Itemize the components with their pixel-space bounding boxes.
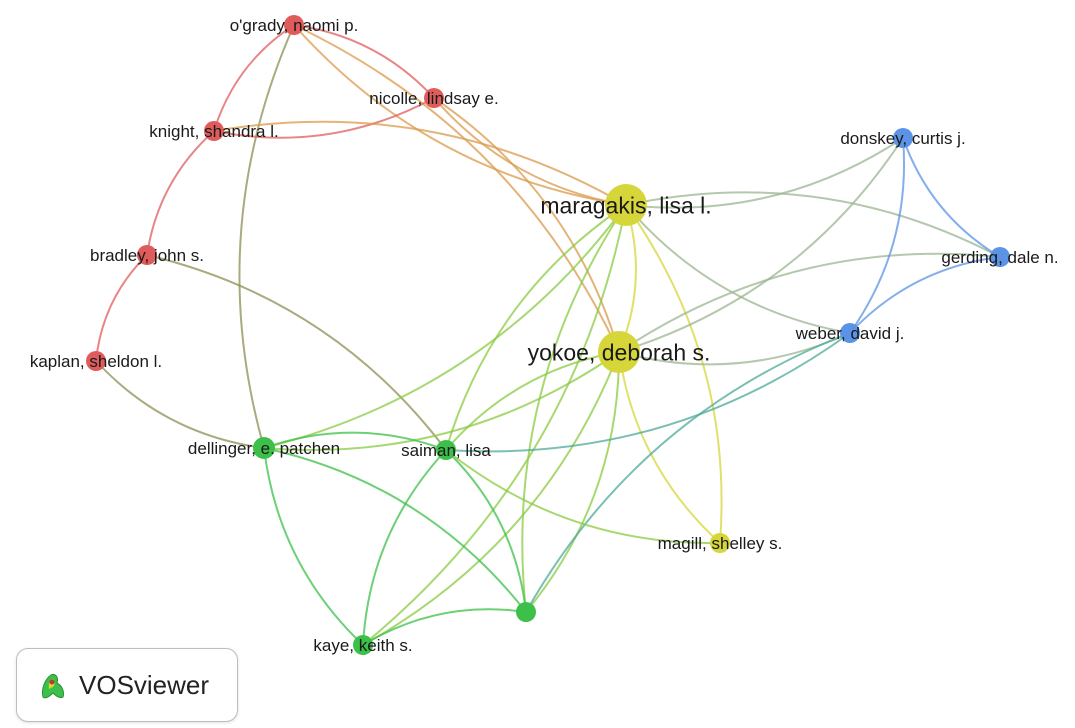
node-weber[interactable] xyxy=(840,323,860,343)
link-yokoe-kaye xyxy=(362,351,620,646)
link-maragakis-weber xyxy=(625,204,851,334)
node-nicolle[interactable] xyxy=(424,88,444,108)
node-label-donskey: donskey, curtis j. xyxy=(840,129,965,148)
link-nicolle-yokoe xyxy=(433,97,620,353)
node-label-knight: knight, shandra l. xyxy=(149,122,278,141)
node-label-kaplan: kaplan, sheldon l. xyxy=(30,352,162,371)
link-gerding-weber xyxy=(849,256,1001,334)
node-unlabeled_green[interactable] xyxy=(516,602,536,622)
node-knight[interactable] xyxy=(204,121,224,141)
node-ogrady[interactable] xyxy=(284,15,304,35)
node-label-nicolle: nicolle, lindsay e. xyxy=(369,89,498,108)
vosviewer-logo-icon xyxy=(42,674,64,699)
link-yokoe-gerding xyxy=(618,252,1001,353)
node-magill[interactable] xyxy=(710,533,730,553)
node-donskey[interactable] xyxy=(893,128,913,148)
labels-layer: o'grady, naomi p. nicolle, lindsay e. knig… xyxy=(30,16,1059,655)
link-dellinger-kaye xyxy=(263,447,364,646)
link-ogrady-dellinger xyxy=(238,24,295,449)
link-ogrady-yokoe xyxy=(293,24,620,353)
link-dellinger-saiman xyxy=(263,431,447,451)
link-nicolle-maragakis xyxy=(433,97,627,206)
link-kaplan-dellinger xyxy=(95,360,265,449)
link-knight-maragakis xyxy=(213,120,627,206)
vosviewer-logo: VOSviewer xyxy=(16,648,238,722)
link-saiman-kaye xyxy=(362,449,447,646)
link-yokoe-saiman xyxy=(445,351,620,451)
link-yokoe-dellinger xyxy=(263,351,620,451)
node-label-saiman: saiman, lisa xyxy=(401,441,491,460)
node-bradley[interactable] xyxy=(137,245,157,265)
link-saiman-magill xyxy=(445,449,721,545)
node-label-magill: magill, shelley s. xyxy=(658,534,783,553)
link-ogrady-knight xyxy=(213,24,295,132)
link-ogrady-nicolle xyxy=(293,24,435,99)
node-kaye[interactable] xyxy=(353,635,373,655)
link-donskey-gerding xyxy=(902,137,1001,258)
node-label-kaye: kaye, keith s. xyxy=(313,636,412,655)
link-yokoe-unlabeled_green xyxy=(525,351,621,613)
link-bradley-saiman xyxy=(146,254,447,451)
node-label-dellinger: dellinger, e. patchen xyxy=(188,439,340,458)
nodes-layer xyxy=(86,15,1010,655)
link-donskey-weber xyxy=(849,137,906,334)
node-kaplan[interactable] xyxy=(86,351,106,371)
node-maragakis[interactable] xyxy=(605,184,647,226)
link-weber-saiman xyxy=(445,332,851,453)
node-label-maragakis: maragakis, lisa l. xyxy=(540,192,711,218)
vosviewer-logo-text: VOSviewer xyxy=(79,669,210,700)
node-yokoe[interactable] xyxy=(598,331,640,373)
link-ogrady-maragakis xyxy=(293,24,627,206)
node-label-weber: weber, david j. xyxy=(795,324,905,343)
node-dellinger[interactable] xyxy=(253,437,275,459)
link-nicolle-knight xyxy=(213,97,435,139)
link-saiman-unlabeled_green xyxy=(445,449,527,613)
node-label-gerding: gerding, dale n. xyxy=(941,248,1058,267)
link-yokoe-magill xyxy=(618,351,721,544)
node-label-bradley: bradley, john s. xyxy=(90,246,204,265)
node-saiman[interactable] xyxy=(436,440,456,460)
link-maragakis-donskey xyxy=(625,137,904,209)
node-label-yokoe: yokoe, deborah s. xyxy=(528,339,711,365)
link-maragakis-kaye xyxy=(362,204,627,646)
node-label-ogrady: o'grady, naomi p. xyxy=(230,16,359,35)
link-knight-bradley xyxy=(146,130,215,256)
link-bradley-kaplan xyxy=(95,254,148,362)
link-maragakis-gerding xyxy=(625,191,1001,258)
link-maragakis-magill xyxy=(625,204,723,544)
link-yokoe-donskey xyxy=(618,137,904,353)
link-dellinger-unlabeled_green xyxy=(263,447,527,613)
link-maragakis-unlabeled_green xyxy=(521,204,627,613)
link-weber-unlabeled_green xyxy=(525,332,851,613)
link-kaye-unlabeled_green xyxy=(362,608,527,646)
link-maragakis-dellinger xyxy=(263,204,627,449)
link-maragakis-saiman xyxy=(445,204,627,451)
node-gerding[interactable] xyxy=(990,247,1010,267)
